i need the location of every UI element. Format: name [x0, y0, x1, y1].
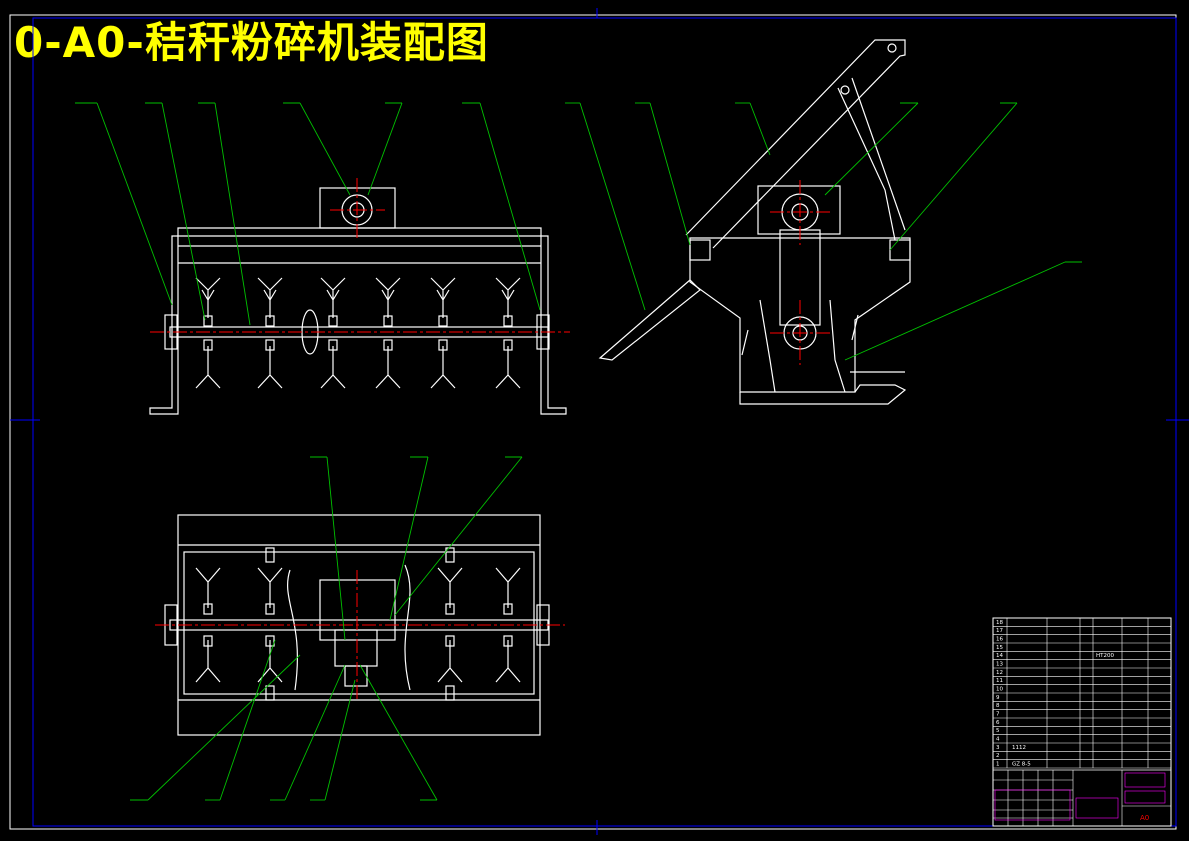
flail-hub [265, 685, 275, 701]
top-centerlines [155, 570, 565, 700]
callout-leaders [75, 102, 1082, 801]
leader-line [214, 102, 251, 326]
flail-hub [265, 635, 275, 647]
parts-row-number: 17 [996, 628, 1003, 634]
leader-line [284, 664, 346, 801]
flail-hub [383, 339, 393, 351]
parts-row-number: 7 [996, 712, 1000, 718]
leader-line [824, 102, 919, 196]
flail-blade [195, 277, 221, 318]
flail-hub [438, 315, 448, 327]
flail-blade [320, 346, 346, 389]
flail-blade [430, 346, 456, 389]
flail-hub [438, 339, 448, 351]
parts-row-number: 3 [996, 745, 1000, 751]
flail-blade [437, 567, 463, 608]
leader-line [649, 102, 691, 246]
flail-blade [375, 346, 401, 389]
sheet-border [9, 8, 1189, 835]
flail-blade [257, 346, 283, 389]
parts-row-number: 4 [996, 737, 1000, 743]
parts-row-number: 9 [996, 695, 1000, 701]
leader-line [749, 102, 771, 156]
parts-row-number: 2 [996, 753, 1000, 759]
flail-blade [195, 640, 221, 683]
flail-hub [445, 603, 455, 615]
flail-blade [257, 277, 283, 318]
flail-hub [265, 315, 275, 327]
flail-hub [265, 547, 275, 563]
leader-line [889, 102, 1018, 251]
flail-blade [495, 346, 521, 389]
leader-line [359, 664, 438, 801]
flail-blade [195, 567, 221, 608]
parts-row-number: 1 [996, 762, 1000, 768]
flail-hub [445, 635, 455, 647]
parts-row-code: GZ 8-5 [1012, 762, 1031, 768]
flail-hub [265, 603, 275, 615]
parts-row-code: 1112 [1012, 745, 1026, 751]
flail-hub [445, 547, 455, 563]
parts-row-number: 14 [996, 653, 1003, 659]
flail-blade [195, 346, 221, 389]
flail-hub [503, 339, 513, 351]
leader-line [299, 102, 351, 196]
flail-blade [495, 277, 521, 318]
leader-line [219, 639, 276, 801]
parts-row-number: 11 [996, 678, 1003, 684]
front-view [149, 187, 567, 415]
leader-line [324, 679, 356, 801]
flail-hub [503, 315, 513, 327]
flail-hub [203, 339, 213, 351]
leader-line [367, 102, 403, 196]
leader-line [579, 102, 646, 311]
flail-hub [203, 603, 213, 615]
flail-hub [503, 603, 513, 615]
flail-blade [320, 277, 346, 318]
parts-row-number: 12 [996, 670, 1003, 676]
flail-hub [445, 685, 455, 701]
flail-hub [503, 635, 513, 647]
flail-blade [495, 640, 521, 683]
parts-row-number: 5 [996, 728, 1000, 734]
parts-row-number: 10 [996, 687, 1003, 693]
leader-line [96, 102, 173, 306]
flail-blade [375, 277, 401, 318]
flail-blade [495, 567, 521, 608]
leader-line [147, 654, 301, 801]
front-centerlines [150, 178, 570, 333]
flail-hub [328, 315, 338, 327]
flail-hub [203, 315, 213, 327]
parts-row-number: 15 [996, 645, 1003, 651]
parts-row-number: 13 [996, 662, 1003, 668]
leader-line [161, 102, 206, 321]
flail-blade [430, 277, 456, 318]
parts-row-number: 16 [996, 637, 1003, 643]
sheet-size-label: A0 [1140, 814, 1149, 822]
flail-blade [257, 567, 283, 608]
leader-line [844, 261, 1066, 361]
drawing-title: 0-A0-秸秆粉碎机装配图 [14, 18, 489, 67]
title-block: 18 17 16 15 14 HT200 13 12 11 10 9 8 7 6 5 4 3 1112 2 1 GZ 8… [992, 617, 1172, 827]
parts-row-material: HT200 [1096, 653, 1114, 659]
flail-hub [328, 339, 338, 351]
leader-line [479, 102, 541, 311]
leader-line [394, 456, 523, 616]
parts-row-number: 8 [996, 703, 1000, 709]
flail-hub [383, 315, 393, 327]
leader-line [389, 456, 429, 621]
flail-blade [437, 640, 463, 683]
flail-hub [203, 635, 213, 647]
parts-row-number: 6 [996, 720, 1000, 726]
parts-row-number: 18 [996, 620, 1003, 626]
leader-line [326, 456, 346, 641]
side-centerlines [770, 180, 830, 365]
side-view [598, 39, 911, 405]
flail-hub [265, 339, 275, 351]
